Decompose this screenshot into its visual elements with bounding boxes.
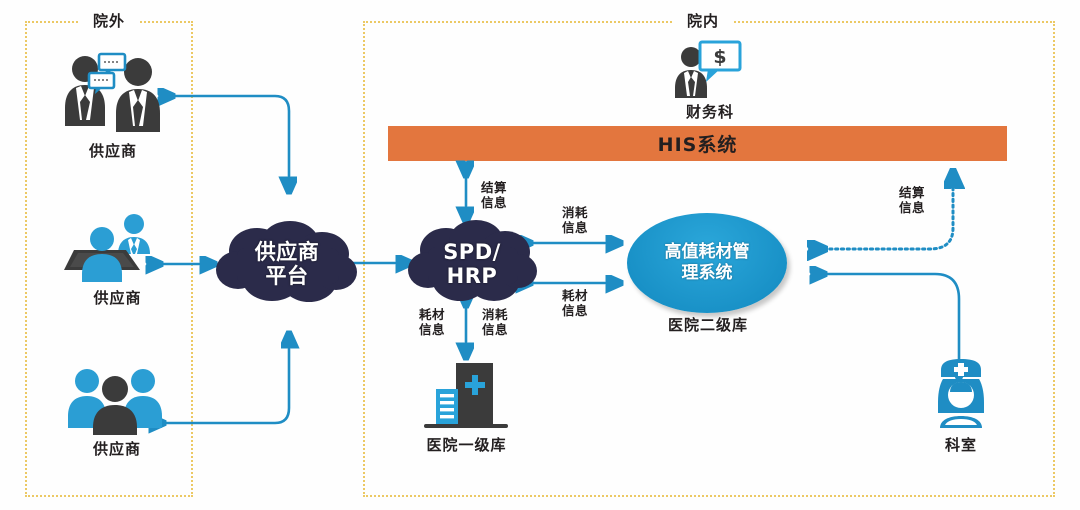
- hcms-label: 高值耗材管 理系统: [664, 241, 750, 283]
- spd-hrp-label: SPD/ HRP: [443, 239, 501, 288]
- finance-label: 财务科: [685, 103, 734, 121]
- hospital-building-icon: [424, 363, 508, 428]
- supplier-platform-label: 供应商 平台: [254, 239, 320, 288]
- supplier-bottom-label: 供应商: [92, 440, 141, 458]
- supplier-mid-label: 供应商: [93, 289, 142, 307]
- two-people-chat-icon: [65, 52, 160, 132]
- flow-label-consume-down: 消耗 信息: [481, 307, 508, 337]
- hcms-node[interactable]: 高值耗材管 理系统: [627, 213, 787, 313]
- person-money-icon: $: [675, 40, 742, 98]
- supplier-bottom-icon-wrap: [63, 363, 169, 435]
- his-system-bar[interactable]: HIS系统: [388, 126, 1007, 161]
- zone-label-inside: 院内: [672, 10, 734, 31]
- flow-label-settlement-spd: 结算 信息: [480, 180, 507, 210]
- warehouse1-icon-wrap: [418, 361, 514, 433]
- flow-label-consume-right: 消耗 信息: [561, 205, 588, 235]
- department-label: 科室: [944, 436, 977, 454]
- zone-label-outside: 院外: [78, 10, 140, 31]
- supplier-top-icon-wrap: [60, 48, 165, 133]
- supplier-platform-node[interactable]: 供应商 平台: [212, 218, 362, 310]
- hcms-caption: 医院二级库: [667, 316, 748, 334]
- supplier-top-label: 供应商: [88, 142, 137, 160]
- svg-text:$: $: [713, 46, 726, 68]
- his-system-label: HIS系统: [657, 134, 738, 156]
- people-desk-icon: [64, 214, 150, 282]
- supplier-mid-icon-wrap: [64, 212, 169, 284]
- flow-label-material-down: 耗材 信息: [418, 307, 445, 337]
- nurse-icon: [938, 359, 984, 428]
- department-icon-wrap: [930, 358, 992, 430]
- spd-hrp-node[interactable]: SPD/ HRP: [406, 216, 538, 312]
- finance-icon-wrap: $: [672, 40, 747, 100]
- people-group-icon: [68, 369, 162, 435]
- warehouse1-label: 医院一级库: [426, 436, 507, 454]
